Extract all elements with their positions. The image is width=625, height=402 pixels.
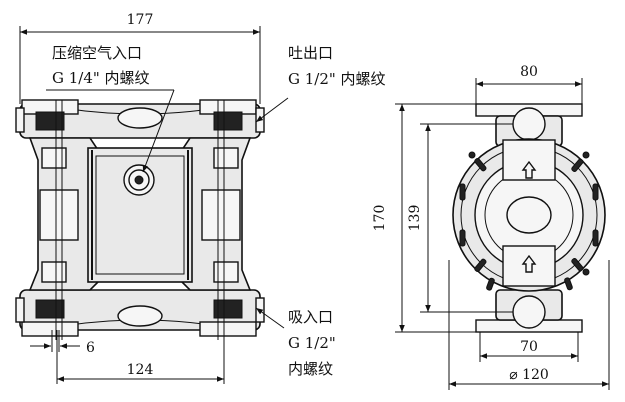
side-chamber <box>452 138 606 292</box>
dim-6: 6 <box>30 330 95 356</box>
dim-177: 177 <box>19 12 261 104</box>
dim-124: 124 <box>56 330 225 384</box>
side-flow-arrows <box>521 160 537 273</box>
dim-bottom-side-label: 70 <box>520 339 538 355</box>
outlet-line1: 吐出口 <box>288 44 333 62</box>
dim-70: 70 <box>479 332 579 362</box>
air-inlet-line1: 压缩空气入口 <box>52 44 142 62</box>
inlet-callout: 吸入口 G 1/2" 内螺纹 <box>255 307 336 378</box>
dim-80: 80 <box>475 64 583 104</box>
dim-height-inner-label: 139 <box>407 205 423 232</box>
side-view: 80 170 139 70 ⌀ 120 <box>372 64 610 390</box>
flow-arrow-upper <box>521 160 537 179</box>
tie-rods <box>55 100 225 340</box>
inlet-line2: G 1/2" <box>288 334 336 352</box>
pump-chambers <box>28 137 252 291</box>
flow-arrow-lower <box>521 254 537 273</box>
outlet-line2: G 1/2" 内螺纹 <box>288 70 386 88</box>
dim-height-outer-label: 170 <box>372 205 388 232</box>
dim-offset-label: 6 <box>86 340 95 356</box>
dim-diameter-label: ⌀ 120 <box>509 367 549 383</box>
dim-170: 170 <box>372 103 476 333</box>
dim-diameter-120: ⌀ 120 <box>448 260 610 390</box>
dim-bottom-label: 124 <box>127 362 154 378</box>
dim-width-label: 177 <box>127 12 154 28</box>
port-flanges <box>15 99 265 337</box>
inlet-line1: 吸入口 <box>288 308 333 326</box>
outlet-callout: 吐出口 G 1/2" 内螺纹 <box>255 44 386 123</box>
air-inlet-fitting <box>123 164 155 196</box>
inlet-line3: 内螺纹 <box>288 360 333 378</box>
side-bolt-slots <box>459 151 599 291</box>
front-view: 177 124 6 压缩空气入口 G 1/4" 内螺纹 吐出口 G 1/2 <box>15 12 386 384</box>
air-inlet-callout: 压缩空气入口 G 1/4" 内螺纹 <box>46 44 175 173</box>
air-inlet-line2: G 1/4" 内螺纹 <box>52 69 150 87</box>
dim-top-label: 80 <box>520 64 538 80</box>
dim-139: 139 <box>407 123 513 313</box>
